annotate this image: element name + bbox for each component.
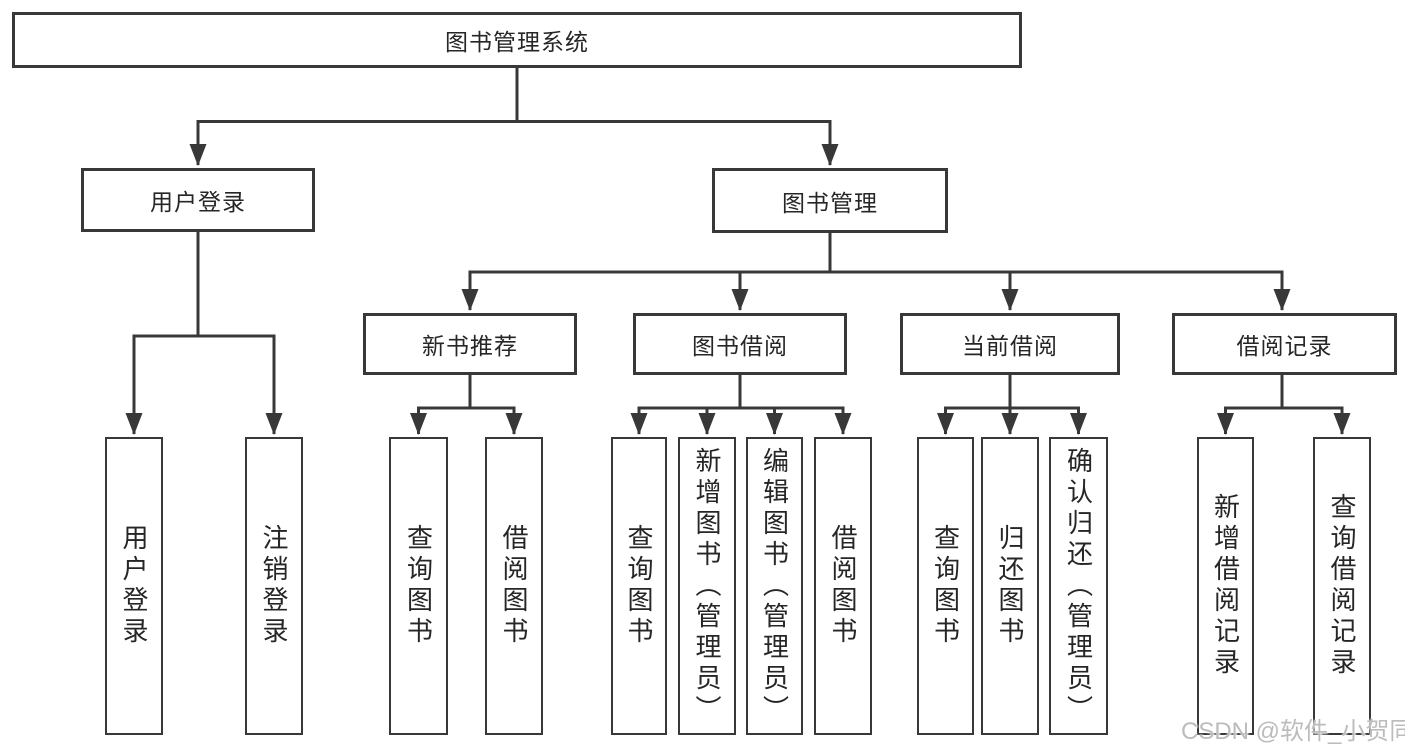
leaf-confirm-return-admin: 确认归还（管理员）: [1049, 437, 1108, 735]
leaf-query-books-borrow: 查询图书: [611, 437, 667, 735]
leaf-add-book-admin-label: 新增图书（管理员）: [692, 446, 722, 726]
leaf-query-books-current-label: 查询图书: [930, 524, 961, 648]
leaf-borrow-books-recommend: 借阅图书: [485, 437, 543, 735]
leaf-edit-book-admin: 编辑图书（管理员）: [746, 437, 803, 735]
leaf-logout: 注销登录: [245, 437, 303, 735]
node-new-book-recommend: 新书推荐: [363, 313, 577, 375]
leaf-logout-label: 注销登录: [259, 524, 289, 648]
node-book-management-label: 图书管理: [782, 189, 878, 216]
connector-user-login-to-leaves: [125, 232, 283, 435]
node-borrow-records-label: 借阅记录: [1236, 333, 1333, 359]
leaf-query-books-current: 查询图书: [917, 437, 974, 735]
node-book-management: 图书管理: [712, 168, 948, 233]
leaf-add-borrow-record-label: 新增借阅记录: [1210, 493, 1241, 679]
node-root: 图书管理系统: [12, 12, 1022, 68]
leaf-query-books-recommend-label: 查询图书: [403, 524, 434, 648]
leaf-confirm-return-admin-label: 确认归还（管理员）: [1063, 446, 1094, 726]
leaf-borrow-books: 借阅图书: [814, 437, 872, 735]
leaf-return-books-label: 归还图书: [995, 524, 1025, 648]
node-book-borrow-label: 图书借阅: [692, 333, 788, 359]
leaf-return-books: 归还图书: [981, 437, 1039, 735]
node-book-borrow: 图书借阅: [633, 313, 847, 375]
connector-borrow-records-to-leaves: [1217, 375, 1351, 435]
leaf-borrow-books-label: 借阅图书: [828, 524, 858, 648]
leaf-query-borrow-record-label: 查询借阅记录: [1327, 493, 1357, 679]
node-current-borrow: 当前借阅: [900, 313, 1120, 375]
node-new-book-recommend-label: 新书推荐: [422, 333, 518, 359]
leaf-borrow-books-recommend-label: 借阅图书: [499, 524, 529, 648]
node-root-label: 图书管理系统: [445, 29, 589, 55]
leaf-edit-book-admin-label: 编辑图书（管理员）: [759, 446, 790, 726]
leaf-add-borrow-record: 新增借阅记录: [1197, 437, 1254, 735]
leaf-user-login: 用户登录: [105, 437, 163, 735]
leaf-query-books-borrow-label: 查询图书: [624, 524, 654, 648]
connector-new-book-recommend-to-leaves: [410, 375, 523, 435]
node-borrow-records: 借阅记录: [1172, 313, 1397, 375]
leaf-user-login-label: 用户登录: [119, 524, 149, 648]
csdn-watermark: CSDN @软件_小贺同学: [1181, 718, 1405, 745]
connector-book-borrow-to-leaves: [630, 375, 852, 435]
node-current-borrow-label: 当前借阅: [962, 333, 1058, 359]
connector-current-borrow-to-leaves: [937, 375, 1087, 435]
node-user-login: 用户登录: [81, 168, 315, 232]
connector-book-management-to-level3: [461, 232, 1291, 311]
node-user-login-label: 用户登录: [150, 189, 246, 215]
leaf-query-books-recommend: 查询图书: [389, 437, 448, 735]
leaf-query-borrow-record: 查询借阅记录: [1313, 437, 1371, 735]
connector-root-to-level2: [189, 68, 839, 166]
leaf-add-book-admin: 新增图书（管理员）: [678, 437, 736, 735]
